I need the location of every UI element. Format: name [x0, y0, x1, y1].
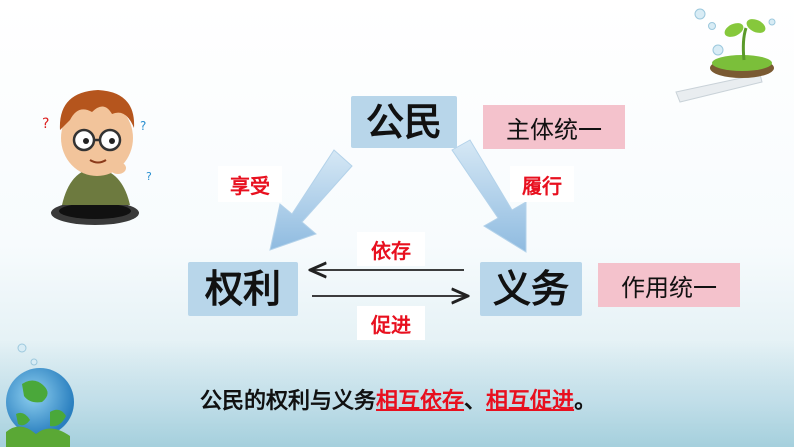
caption-suffix: 。 — [574, 389, 597, 414]
background-band — [0, 340, 794, 447]
caption-separator: 、 — [464, 389, 487, 414]
label-promote: 促进 — [357, 306, 425, 340]
label-depend: 依存 — [357, 232, 425, 266]
caption-highlight-depend: 相互依存 — [376, 389, 465, 414]
label-enjoy: 享受 — [218, 166, 282, 202]
thinking-boy-illustration: ? ? ? — [42, 90, 152, 225]
earth-globe-illustration — [6, 343, 74, 447]
box-subject-unity: 主体统一 — [483, 105, 625, 149]
arrow-citizen-to-duties — [451, 139, 527, 253]
node-citizen: 公民 — [351, 96, 457, 148]
caption-prefix: 公民的权利与义务 — [200, 389, 377, 414]
summary-caption: 公民的权利与义务相互依存、相互促进。 — [200, 383, 720, 415]
svg-text:?: ? — [146, 170, 152, 183]
label-perform: 履行 — [510, 166, 574, 202]
svg-text:?: ? — [140, 119, 146, 133]
node-rights: 权利 — [188, 262, 298, 316]
sprout-illustration — [675, 8, 776, 103]
svg-text:?: ? — [42, 116, 49, 132]
caption-highlight-promote: 相互促进 — [486, 389, 575, 414]
node-duties: 义务 — [480, 262, 582, 316]
arrow-citizen-to-rights — [269, 149, 353, 251]
box-function-unity: 作用统一 — [598, 263, 740, 307]
